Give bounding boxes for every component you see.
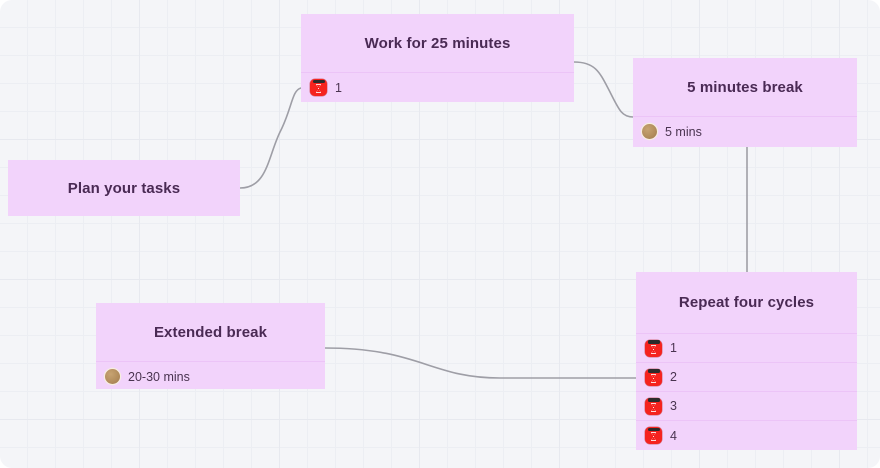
node-row[interactable]: 1 (301, 73, 574, 102)
node-row-label: 1 (335, 80, 342, 95)
node-repeat-four-cycles[interactable]: Repeat four cycles 1 2 3 4 (636, 272, 857, 450)
node-row-label: 20-30 mins (128, 369, 190, 384)
node-body: 1 2 3 4 (636, 333, 857, 450)
node-row-label: 5 mins (665, 124, 702, 139)
node-extended-break[interactable]: Extended break 20-30 mins (96, 303, 325, 389)
node-body: 5 mins (633, 116, 857, 146)
node-header: Work for 25 minutes (301, 14, 574, 72)
node-title: Plan your tasks (67, 179, 181, 197)
timer-icon (645, 368, 662, 386)
node-row[interactable]: 5 mins (633, 117, 857, 146)
node-row-label: 4 (670, 428, 677, 443)
node-title: 5 minutes break (687, 78, 803, 96)
node-title: Work for 25 minutes (364, 34, 511, 52)
node-plan-your-tasks[interactable]: Plan your tasks (8, 160, 240, 216)
node-row[interactable]: 3 (636, 392, 857, 421)
node-title: Repeat four cycles (678, 294, 815, 311)
node-header: Repeat four cycles (636, 272, 857, 333)
node-body: 1 (301, 72, 574, 102)
node-work-for-25-minutes[interactable]: Work for 25 minutes 1 (301, 14, 574, 102)
cookie-icon (105, 369, 120, 384)
node-title: Extended break (153, 323, 268, 341)
node-header: Extended break (96, 303, 325, 361)
node-row[interactable]: 20-30 mins (96, 362, 325, 389)
node-row[interactable]: 1 (636, 334, 857, 363)
node-five-minutes-break[interactable]: 5 minutes break 5 mins (633, 58, 857, 147)
node-row[interactable]: 2 (636, 363, 857, 392)
node-body: 20-30 mins (96, 361, 325, 389)
node-row[interactable]: 4 (636, 421, 857, 450)
node-row-label: 3 (670, 399, 677, 413)
cookie-icon (642, 124, 657, 139)
node-header: 5 minutes break (633, 58, 857, 116)
node-header: Plan your tasks (8, 160, 240, 216)
timer-icon (645, 397, 662, 415)
edge-extended-to-repeat (324, 347, 637, 379)
node-row-label: 1 (670, 341, 677, 355)
timer-icon (310, 79, 327, 96)
edge-plan-to-work (239, 87, 302, 189)
timer-icon (645, 339, 662, 357)
timer-icon (645, 427, 662, 444)
node-row-label: 2 (670, 370, 677, 384)
edge-work-to-break (573, 61, 634, 118)
